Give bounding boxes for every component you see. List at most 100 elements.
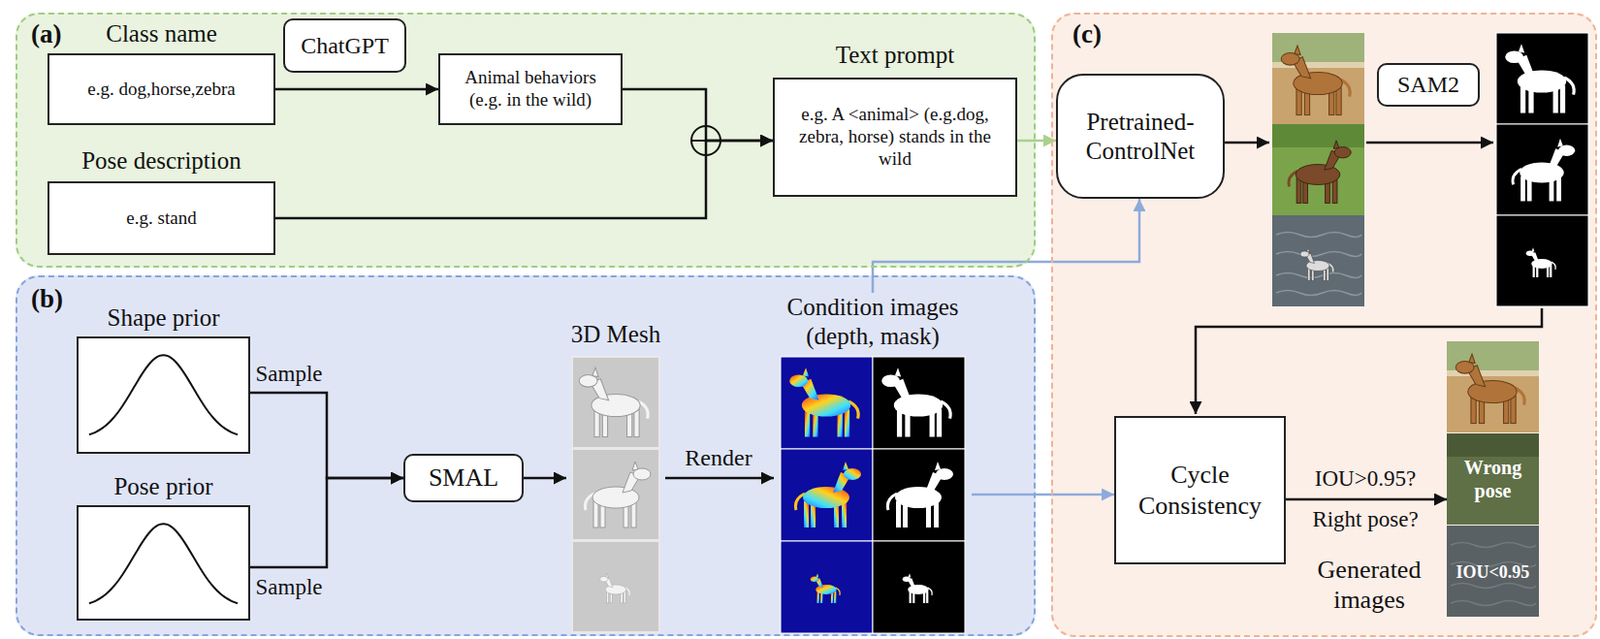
mask-image <box>872 541 965 634</box>
flow-arrow <box>1195 308 1542 415</box>
animal-ear <box>606 573 609 577</box>
node-heading: Condition images (depth, mask) <box>773 292 972 352</box>
animal-leg <box>593 501 599 528</box>
panel: (b) Shape priorPose prior SMAL 3D Mesh Condi… <box>15 275 1036 637</box>
mask-image <box>1496 32 1589 125</box>
image-strip: 3D Mesh <box>566 320 666 634</box>
animal-leg <box>1533 265 1536 278</box>
animal-ear <box>1294 45 1301 55</box>
node-text: ChatGPT <box>300 32 389 61</box>
animal-leg <box>909 591 912 604</box>
animal-head <box>789 375 808 388</box>
text-area: SAM2 <box>1378 64 1478 105</box>
animal-figure <box>810 573 840 604</box>
box-fill <box>76 505 251 621</box>
animal-head <box>935 468 954 480</box>
animal-leg <box>634 409 640 437</box>
prior-box: Shape prior <box>76 336 251 454</box>
gaussian-curve <box>89 523 238 604</box>
node-heading: Wrong pose <box>1446 455 1539 503</box>
animal-figure <box>1288 140 1351 204</box>
animal-ear <box>934 461 941 471</box>
edge-label: Render <box>684 444 752 473</box>
node-heading: Class name <box>10 19 313 49</box>
connector-arrow <box>971 493 1115 497</box>
animal-ear <box>895 367 901 377</box>
node-text: Cycle Consistency <box>1123 459 1277 520</box>
photo-trees <box>1446 433 1539 457</box>
llm-box: ChatGPT <box>283 18 407 73</box>
animal-head <box>881 375 900 388</box>
text-area: e.g. A <animal> (e.g.dog, zebra, horse) … <box>774 79 1016 195</box>
animal-ear <box>592 367 599 377</box>
animal-ear <box>1333 140 1340 150</box>
animal-ear <box>632 461 639 471</box>
animal-body <box>894 393 943 416</box>
node-text: SMAL <box>428 462 499 493</box>
animal-leg <box>1510 395 1516 423</box>
animal-leg <box>1520 85 1526 113</box>
depth-image <box>780 448 873 542</box>
prior-box: Pose prior <box>76 505 251 621</box>
animal-ear <box>908 573 912 577</box>
mask-image <box>1496 215 1589 307</box>
node-heading: 3D Mesh <box>546 320 685 350</box>
animal-figure <box>1526 247 1556 278</box>
mask-image <box>1496 124 1589 216</box>
animal-figure <box>789 367 859 437</box>
animal-figure <box>902 573 932 604</box>
image-strip: Wrong poseIOU<0.95Generated images <box>1446 341 1539 618</box>
connector-arrow <box>523 477 567 480</box>
animal-ear <box>802 367 809 377</box>
depth-image <box>780 541 873 634</box>
animal-leg <box>1326 267 1330 282</box>
animal-ear <box>1557 138 1564 148</box>
animal-leg <box>803 501 809 528</box>
water-wave <box>1276 290 1362 296</box>
node-text: e.g. A <animal> (e.g.dog, zebra, horse) … <box>782 103 1008 170</box>
animal-figure <box>1504 43 1574 113</box>
animal-leg <box>844 409 850 437</box>
animal-head <box>1504 51 1524 64</box>
animal-head <box>843 468 862 480</box>
mesh-render <box>572 448 660 541</box>
animal-head <box>902 576 911 582</box>
animal-body <box>815 584 837 595</box>
animal-leg <box>817 591 820 604</box>
edge-label: IOU>0.95? <box>1314 465 1416 493</box>
animal-figure <box>1280 45 1350 115</box>
animal-body <box>1531 258 1553 269</box>
connector-arrow <box>622 89 773 141</box>
animal-head <box>1558 145 1575 157</box>
animal-leg <box>1296 178 1302 204</box>
panel: (c) Pretrained- ControlNet SAM2Cycle Consi… <box>1051 12 1598 638</box>
text-area: Animal behaviors (e.g. in the wild) <box>440 55 621 124</box>
photo-water <box>1446 525 1539 617</box>
model-box: SAM2 <box>1376 63 1480 107</box>
node-text: Animal behaviors (e.g. in the wild) <box>448 66 613 112</box>
water-wave <box>1450 583 1536 589</box>
text-area: Cycle Consistency <box>1116 417 1284 563</box>
animal-leg <box>1560 85 1566 113</box>
node-heading: Pose prior <box>49 472 278 502</box>
animal-leg <box>1556 176 1562 202</box>
photo-water <box>1272 215 1365 307</box>
node-text: e.g. dog,horse,zebra <box>87 78 235 101</box>
text-area: Pretrained- ControlNet <box>1057 75 1223 197</box>
animal-ear <box>1307 248 1311 254</box>
water-wave <box>1450 601 1536 607</box>
panel-label: (c) <box>1072 18 1102 50</box>
flow-arrow <box>1366 141 1494 145</box>
process-box: Animal behaviors (e.g. in the wild) <box>438 53 623 126</box>
process-box: Cycle Consistency <box>1114 416 1286 565</box>
animal-body <box>907 584 929 595</box>
animal-leg <box>1520 176 1526 202</box>
animal-leg <box>833 591 836 604</box>
water-wave <box>1450 543 1536 548</box>
panel-label: (b) <box>31 283 64 315</box>
node-text: e.g. stand <box>126 207 196 230</box>
animal-figure <box>1512 138 1575 202</box>
model-box: Pretrained- ControlNet <box>1056 73 1225 199</box>
